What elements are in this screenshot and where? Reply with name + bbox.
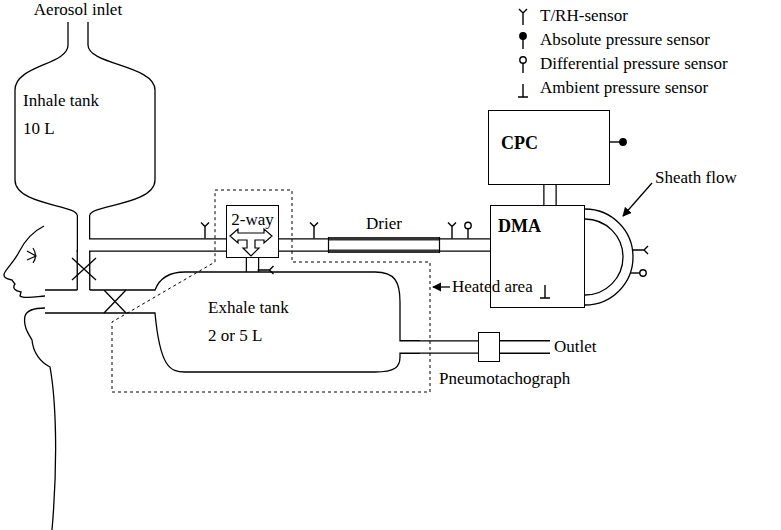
region-label: Heated area xyxy=(452,277,533,297)
pipe-bore xyxy=(440,240,490,251)
valve xyxy=(72,258,96,280)
pneumotachograph-label: Pneumotachograph xyxy=(439,369,570,389)
legend-symbol xyxy=(512,77,534,99)
pipe-wall xyxy=(543,185,557,205)
inhale-tank: Inhale tank 10 L xyxy=(15,45,155,215)
differential-sensor xyxy=(465,222,471,238)
pipe-bore xyxy=(84,215,227,245)
trh-sensor xyxy=(448,223,456,239)
trh-sensor xyxy=(632,246,648,254)
legend-text: T/RH-sensor xyxy=(540,5,628,27)
trh-sensor xyxy=(310,223,318,239)
eye xyxy=(27,248,36,263)
flow-label: Sheath flow xyxy=(655,168,737,188)
cpc-box-label: CPC xyxy=(501,129,538,157)
legend-text: Differential pressure sensor xyxy=(540,53,728,75)
absolute-sensor xyxy=(610,139,626,145)
inhale-tank-label: Inhale tank 10 L xyxy=(23,87,111,143)
legend-symbol xyxy=(512,53,534,75)
drier: Drier xyxy=(328,237,440,253)
legend-text: Absolute pressure sensor xyxy=(540,29,710,51)
trh-sensor xyxy=(258,266,274,274)
exhale-tank-label: Exhale tank 2 or 5 L xyxy=(208,294,296,350)
legend-row: T/RH-sensor xyxy=(512,5,628,27)
legend-row: Ambient pressure sensor xyxy=(512,77,708,99)
valve xyxy=(104,290,126,313)
pipe-wall xyxy=(440,238,490,252)
two-way-valve: 2-way xyxy=(226,205,279,258)
ambient-sensor xyxy=(540,285,550,298)
pipe-connector xyxy=(440,245,490,246)
inlet-label: Aerosol inlet xyxy=(28,0,128,20)
drier-label: Drier xyxy=(366,214,402,234)
pipe-connector xyxy=(279,245,328,246)
pipe-connector xyxy=(420,347,478,348)
cpc-box: CPC xyxy=(488,110,610,185)
leader-arrow xyxy=(433,286,450,287)
pipe-bore xyxy=(420,342,478,353)
pneumotachograph: Pneumotachograph xyxy=(478,332,500,362)
outlet-pipe xyxy=(500,341,550,354)
trh-sensor xyxy=(201,223,209,239)
outlet-label: Outlet xyxy=(554,337,597,357)
pipe-wall xyxy=(246,258,260,272)
pipe-wall xyxy=(420,340,478,354)
legend-row: Differential pressure sensor xyxy=(512,53,728,75)
two-way-arrows xyxy=(230,229,272,256)
face-profile xyxy=(4,226,56,530)
pipe-bore xyxy=(279,240,328,251)
pipe-connector xyxy=(550,185,551,205)
legend-text: Ambient pressure sensor xyxy=(540,77,708,99)
pipe-connector xyxy=(252,258,253,272)
legend-symbol xyxy=(512,29,534,51)
mouthpiece xyxy=(45,290,140,313)
inlet-neck xyxy=(68,22,88,45)
pipe-patch xyxy=(78,246,89,254)
legend-row: Absolute pressure sensor xyxy=(512,29,710,51)
sheath-flow-inlet xyxy=(585,209,633,305)
heated-area-outline xyxy=(112,190,430,392)
dma-box-label: DMA xyxy=(498,212,541,240)
two-way-valve-label: 2-way xyxy=(231,206,273,234)
pipe-wall xyxy=(84,215,227,245)
pipe-connector xyxy=(84,215,227,245)
pipe-bore xyxy=(545,185,556,205)
exhale-tank-outline xyxy=(140,272,420,372)
exhale-tank: Exhale tank 2 or 5 L xyxy=(140,272,420,372)
legend-symbol xyxy=(512,5,534,27)
drier-tube xyxy=(328,237,440,253)
pipe-bore xyxy=(247,258,258,272)
differential-sensor xyxy=(630,270,646,276)
leader-arrow xyxy=(623,183,652,216)
pipe-wall xyxy=(279,238,328,252)
